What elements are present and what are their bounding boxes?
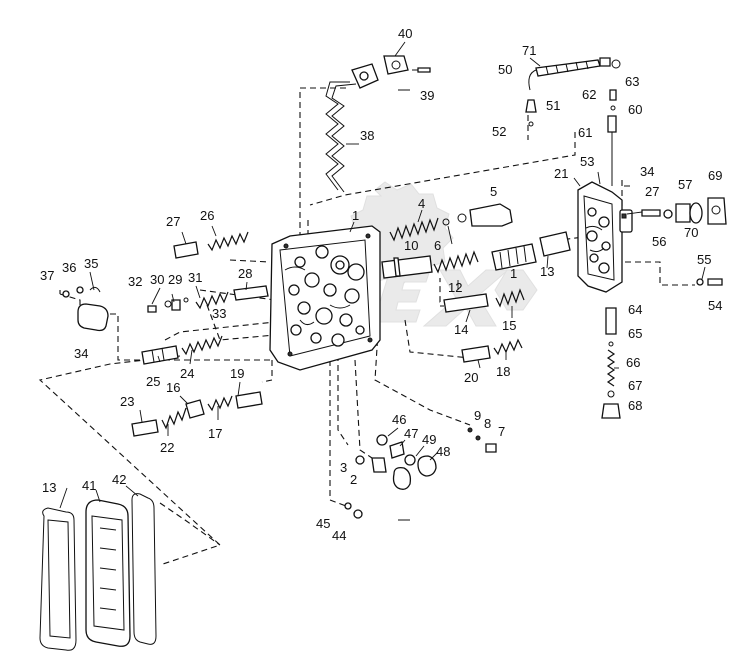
callout-65: 65 xyxy=(628,326,642,341)
callout-62: 62 xyxy=(582,87,596,102)
callout-53: 53 xyxy=(580,154,594,169)
callout-33: 33 xyxy=(212,306,226,321)
callout-56: 56 xyxy=(652,234,666,249)
callout-21: 21 xyxy=(554,166,568,181)
callout-13-right: 13 xyxy=(540,264,554,279)
callout-5: 5 xyxy=(490,184,497,199)
left-valve-train xyxy=(62,231,269,437)
callout-18: 18 xyxy=(496,364,510,379)
callout-27-right: 27 xyxy=(645,184,659,199)
right-small-parts xyxy=(624,185,727,286)
callout-32: 32 xyxy=(128,274,142,289)
callout-26: 26 xyxy=(200,208,214,223)
callout-4: 4 xyxy=(418,196,425,211)
callout-36: 36 xyxy=(62,260,76,275)
callout-51: 51 xyxy=(546,98,560,113)
callout-14: 14 xyxy=(454,322,468,337)
callout-71: 71 xyxy=(522,43,536,58)
callout-55: 55 xyxy=(697,252,711,267)
callout-54: 54 xyxy=(708,298,722,313)
right-pin-assembly xyxy=(601,89,621,419)
callout-1-right: 1 xyxy=(510,266,517,281)
callout-19: 19 xyxy=(230,366,244,381)
callout-37: 37 xyxy=(40,268,54,283)
callout-31: 31 xyxy=(188,270,202,285)
callout-20: 20 xyxy=(464,370,478,385)
callout-70: 70 xyxy=(684,225,698,240)
callout-40: 40 xyxy=(398,26,412,41)
callout-1-top: 1 xyxy=(352,208,359,223)
callout-66: 66 xyxy=(626,355,640,370)
callout-17: 17 xyxy=(208,426,222,441)
callout-69: 69 xyxy=(708,168,722,183)
leader-lines xyxy=(59,41,706,509)
callout-42: 42 xyxy=(112,472,126,487)
callout-35: 35 xyxy=(84,256,98,271)
callout-25: 25 xyxy=(146,374,160,389)
side-valve-plate xyxy=(577,181,633,293)
callout-23: 23 xyxy=(120,394,134,409)
callout-47: 47 xyxy=(404,426,418,441)
callout-44: 44 xyxy=(332,528,346,543)
callout-10: 10 xyxy=(404,238,418,253)
right-valve-train xyxy=(381,203,571,363)
callout-12: 12 xyxy=(448,280,462,295)
callout-30: 30 xyxy=(150,272,164,287)
callout-46: 46 xyxy=(392,412,406,427)
callout-60: 60 xyxy=(628,102,642,117)
callout-61: 61 xyxy=(578,125,592,140)
callout-63: 63 xyxy=(625,74,639,89)
callout-15: 15 xyxy=(502,318,516,333)
callout-49: 49 xyxy=(422,432,436,447)
callout-9: 9 xyxy=(474,408,481,423)
callout-41: 41 xyxy=(82,478,96,493)
callout-28: 28 xyxy=(238,266,252,281)
bottom-small-parts xyxy=(344,427,497,521)
callout-68: 68 xyxy=(628,398,642,413)
callout-8: 8 xyxy=(484,416,491,431)
callout-2: 2 xyxy=(350,472,357,487)
callout-29: 29 xyxy=(168,272,182,287)
upper-right-tube xyxy=(525,57,621,127)
callout-57: 57 xyxy=(678,177,692,192)
cover-gasket-assembly xyxy=(39,493,157,651)
callout-13-bottom: 13 xyxy=(42,480,56,495)
callout-52: 52 xyxy=(492,124,506,139)
valve-body xyxy=(269,225,381,371)
callout-6: 6 xyxy=(434,238,441,253)
callout-34-right: 34 xyxy=(640,164,654,179)
callout-24: 24 xyxy=(180,366,194,381)
callout-labels: 40 39 38 71 50 51 52 63 62 60 61 53 21 3… xyxy=(40,26,722,543)
callout-48: 48 xyxy=(436,444,450,459)
callout-22: 22 xyxy=(160,440,174,455)
upper-tube-set xyxy=(325,55,431,193)
callout-34-left: 34 xyxy=(74,346,88,361)
callout-16: 16 xyxy=(166,380,180,395)
callout-38: 38 xyxy=(360,128,374,143)
callout-3: 3 xyxy=(340,460,347,475)
callout-27-left: 27 xyxy=(166,214,180,229)
callout-39: 39 xyxy=(420,88,434,103)
callout-45: 45 xyxy=(316,516,330,531)
callout-64: 64 xyxy=(628,302,642,317)
callout-50: 50 xyxy=(498,62,512,77)
callout-67: 67 xyxy=(628,378,642,393)
callout-7: 7 xyxy=(498,424,505,439)
